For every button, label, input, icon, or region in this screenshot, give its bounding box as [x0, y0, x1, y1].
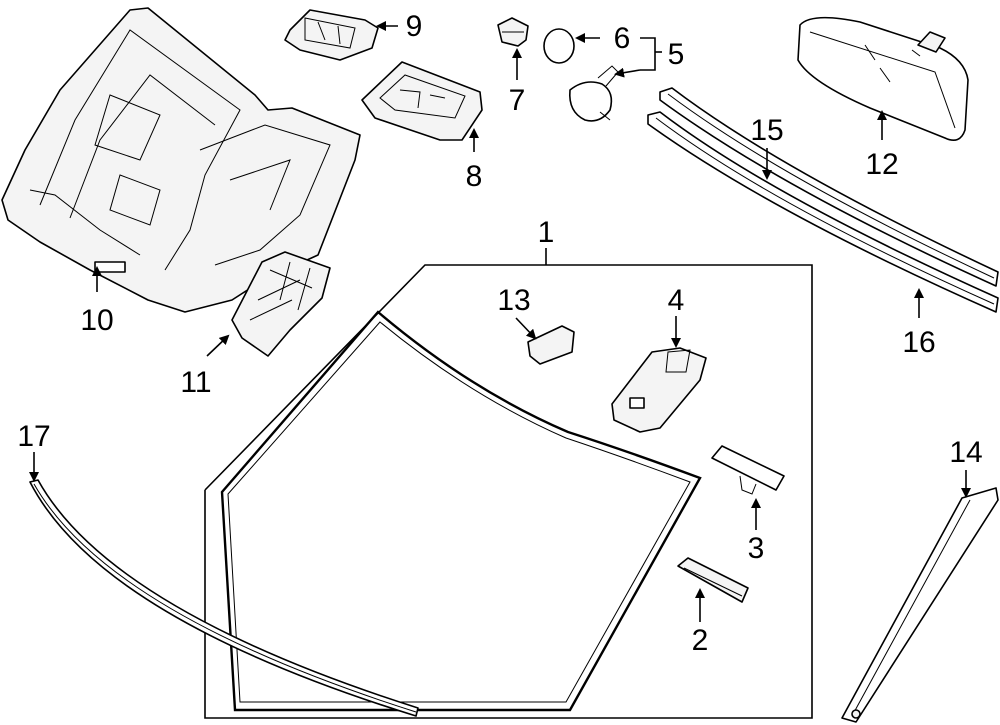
bracket-assembly-icon [568, 65, 619, 122]
leader-5b [614, 67, 641, 78]
rain-sensor-icon [611, 347, 707, 433]
callout-7: 7 [509, 84, 526, 117]
callout-10: 10 [80, 304, 113, 337]
callout-11: 11 [180, 366, 211, 399]
rain-sensor-bracket-icon [711, 445, 785, 495]
callout-15: 15 [750, 114, 783, 147]
callout-3: 3 [748, 532, 765, 565]
callout-12: 12 [865, 148, 898, 181]
clip-icon [497, 17, 529, 47]
callout-1: 1 [538, 216, 555, 249]
callout-14: 14 [949, 436, 982, 469]
windshield-frame [204, 264, 813, 719]
bracket-icon [231, 251, 331, 357]
callout-9: 9 [406, 10, 423, 43]
callout-17: 17 [17, 420, 50, 453]
callout-2: 2 [692, 624, 709, 657]
side-molding-icon [29, 479, 419, 717]
leader-5-bracket [640, 37, 656, 71]
callout-13: 13 [497, 284, 530, 317]
callout-6: 6 [614, 22, 631, 55]
cap-icon [543, 28, 575, 64]
upper-molding-icon [659, 87, 999, 287]
windshield-glass-icon [220, 310, 702, 712]
rear-view-mirror-icon [797, 16, 969, 141]
overhead-console-icon [1, 7, 361, 313]
callout-16: 16 [902, 326, 935, 359]
callout-4: 4 [668, 284, 685, 317]
leader-11 [206, 334, 230, 357]
sensor-cover-icon [677, 557, 749, 603]
callout-5: 5 [668, 38, 685, 71]
pad-icon [527, 325, 575, 365]
console-housing-icon [361, 61, 483, 141]
leader-13 [515, 317, 537, 340]
retainer-icon [284, 9, 379, 61]
callout-8: 8 [466, 160, 483, 193]
a-pillar-molding-icon [841, 487, 999, 723]
lower-molding-icon [647, 111, 999, 313]
